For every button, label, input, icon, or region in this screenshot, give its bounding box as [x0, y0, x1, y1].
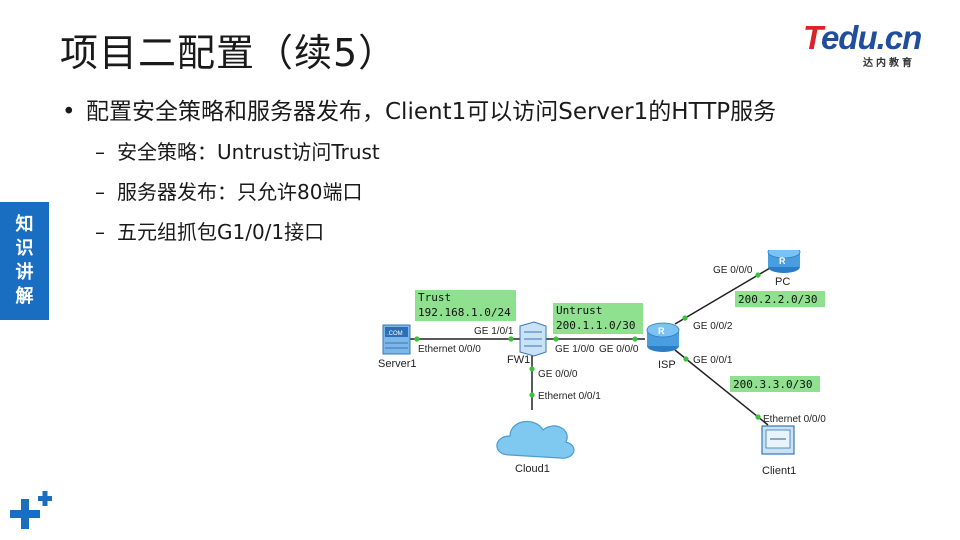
- svg-text:R: R: [779, 256, 786, 266]
- client-net: 200.3.3.0/30: [733, 378, 812, 391]
- untrust-zone-box: [553, 303, 643, 334]
- server1-label: Server1: [378, 358, 417, 370]
- firewall-icon: [519, 321, 547, 357]
- bullet-dot-icon: •: [62, 99, 76, 125]
- server1-port: Ethernet 0/0/0: [418, 344, 481, 355]
- untrust-zone-net: 200.1.1.0/30: [556, 319, 635, 332]
- isp-port-g002: GE 0/0/2: [693, 321, 733, 332]
- client1-label: Client1: [762, 465, 796, 477]
- network-topology-diagram: Trust 192.168.1.0/24 Untrust 200.1.1.0/3…: [378, 250, 826, 477]
- isp-port-g001: GE 0/0/1: [693, 355, 733, 366]
- pc-net: 200.2.2.0/30: [738, 293, 817, 306]
- logo-subtitle: 达内教育: [863, 58, 915, 69]
- sub-bullet: –服务器发布：只允许80端口: [95, 180, 363, 204]
- main-bullet: • 配置安全策略和服务器发布，Client1可以访问Server1的HTTP服务: [62, 92, 776, 126]
- dash-icon: –: [95, 220, 105, 244]
- fw1-port-g100: GE 1/0/0: [555, 344, 595, 355]
- logo-brand: Tedu.cn: [803, 19, 922, 56]
- isp-label: ISP: [658, 359, 676, 371]
- page-title: 项目二配置（续5）: [60, 31, 398, 75]
- isp-router-icon: R: [646, 322, 680, 352]
- cloud-icon: [496, 420, 575, 459]
- client1-port: Ethernet 0/0/0: [763, 414, 826, 425]
- svg-text:R: R: [658, 326, 665, 336]
- fw1-port-g101: GE 1/0/1: [474, 326, 514, 337]
- link-isp-client1: [674, 349, 769, 426]
- pc-port: GE 0/0/0: [713, 265, 753, 276]
- side-tab-knowledge[interactable]: 知 识 讲 解: [0, 202, 49, 320]
- cloud1-port: Ethernet 0/0/1: [538, 391, 601, 402]
- svg-text:.COM: .COM: [387, 331, 403, 337]
- client1-icon: [761, 425, 795, 455]
- trust-zone-net: 192.168.1.0/24: [418, 306, 511, 319]
- client-net-box: [730, 376, 820, 392]
- trust-zone-name: Trust: [418, 291, 451, 304]
- pc-net-box: [735, 291, 825, 307]
- main-bullet-text: 配置安全策略和服务器发布，Client1可以访问Server1的HTTP服务: [86, 99, 777, 125]
- server1-icon: .COM: [382, 324, 411, 355]
- tedu-logo: Tedu.cn 达内教育: [803, 19, 938, 70]
- isp-port-g000: GE 0/0/0: [599, 344, 639, 355]
- fw1-port-g000: GE 0/0/0: [538, 369, 578, 380]
- dash-icon: –: [95, 180, 105, 204]
- dash-icon: –: [95, 140, 105, 164]
- plus-decoration-icon: [10, 491, 52, 529]
- fw1-label: FW1: [507, 354, 530, 366]
- sub-bullet: –安全策略：Untrust访问Trust: [95, 140, 380, 164]
- cloud1-label: Cloud1: [515, 463, 550, 475]
- link-endpoints: [414, 272, 761, 420]
- pc-label: PC: [775, 276, 790, 288]
- pc-router-icon: R: [767, 250, 801, 273]
- link-isp-pc: [674, 267, 771, 325]
- trust-zone-box: [415, 290, 516, 321]
- untrust-zone-name: Untrust: [556, 304, 602, 317]
- sub-bullet: –五元组抓包G1/0/1接口: [95, 220, 325, 244]
